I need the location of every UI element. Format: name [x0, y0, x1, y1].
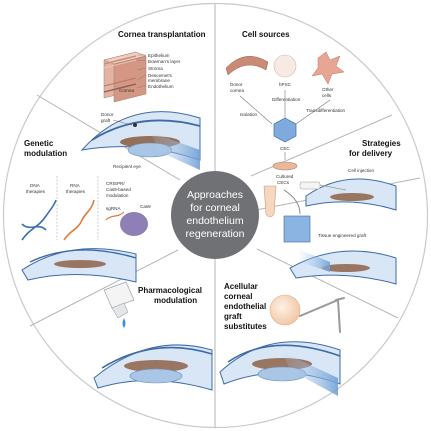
label-rna-1: RNA — [70, 183, 81, 188]
label-crispr-1: CRISPR/ — [106, 181, 125, 186]
forceps-icon — [299, 297, 345, 333]
title-pharmacological-1: Pharmacological — [138, 286, 202, 295]
label-cornea: Cornea — [119, 88, 135, 93]
other-cells-icon — [311, 51, 345, 85]
label-epithelium: Epithelium — [148, 53, 170, 58]
title-acellular-1: Acellular — [224, 282, 258, 291]
label-endothelium: Endothelium — [148, 84, 174, 89]
label-rna-2: therapies — [66, 189, 86, 194]
label-cecs: CECs — [277, 180, 290, 185]
title-acellular-2: corneal — [224, 292, 252, 301]
label-crispr-2: Cas9-based — [106, 187, 131, 192]
culture-dish-icon — [272, 161, 298, 171]
label-stroma: Stroma — [148, 66, 163, 71]
section-genetic-modulation: Genetic modulation DNA therapies RNA the… — [21, 139, 151, 283]
label-cas9: Cas9 — [140, 204, 151, 209]
title-cornea-transplantation: Cornea transplantation — [118, 30, 206, 39]
dna-helix-icon — [21, 199, 57, 241]
center-line-4: regeneration — [186, 228, 245, 240]
label-donor-cornea-1: Donor — [230, 82, 243, 87]
title-acellular-4: graft — [224, 312, 242, 321]
label-descemets: Descemet's — [148, 73, 173, 78]
label-bowmans-layer: Bowman's layer — [148, 59, 181, 64]
cas9-protein-icon — [120, 212, 148, 236]
title-pharmacological-2: modulation — [154, 296, 197, 305]
section-cornea-transplantation: Cornea transplantation Epithelium Bowman… — [80, 30, 206, 170]
graft-eye-illustration — [289, 250, 397, 285]
center-line-3: endothelium — [186, 215, 243, 227]
genetic-column-dividers — [56, 176, 99, 240]
sgrna-strand-icon — [105, 211, 125, 221]
label-donor: Donor — [101, 112, 114, 117]
injection-eye-illustration — [299, 178, 397, 211]
label-other-cells-2: cells — [322, 93, 332, 98]
title-genetic-2: modulation — [24, 149, 67, 158]
center-circle — [171, 171, 259, 259]
tissue-graft-sheet-icon — [283, 215, 311, 243]
hpsc-icon — [273, 54, 297, 78]
label-cell-injection: Cell injection — [348, 168, 374, 173]
label-isolation: Isolation — [240, 112, 258, 117]
title-strategies-2: for delivery — [349, 149, 393, 158]
label-other-cells-1: Other — [322, 87, 334, 92]
title-strategies-1: Strategies — [362, 139, 401, 148]
genetic-eye-illustration — [21, 248, 137, 283]
recipient-eye-illustration — [80, 111, 201, 170]
layer-leaders — [136, 54, 147, 89]
center-line-1: Approaches — [187, 189, 243, 201]
cec-hexagon-icon — [273, 117, 297, 143]
test-tube-icon — [263, 185, 277, 218]
pharmacological-eye-illustration — [93, 344, 213, 391]
eye-drop-bottle-icon — [103, 281, 135, 328]
label-donor-cornea-2: cornea — [230, 88, 244, 93]
section-pharmacological: Pharmacological modulation — [93, 281, 213, 391]
substitute-bubble-icon — [269, 294, 301, 326]
title-cell-sources: Cell sources — [242, 30, 290, 39]
source-arrows — [239, 90, 331, 125]
label-graft: graft — [101, 118, 111, 123]
donor-cornea-icon — [225, 56, 269, 76]
label-dna-1: DNA — [30, 183, 41, 188]
center-line-2: for corneal — [190, 202, 240, 214]
label-recipient-eye: Recipient eye — [113, 164, 141, 169]
acellular-eye-illustration — [219, 341, 341, 396]
label-crispr-3: modulation — [106, 193, 129, 198]
section-cell-sources: Cell sources Donor cornea hPSC Other cel… — [225, 30, 346, 185]
label-differentiation: Differentiation — [272, 97, 301, 102]
cornea-layers-illustration — [103, 51, 147, 103]
label-hpsc: hPSC — [279, 82, 292, 87]
label-tissue-graft: Tissue engineered graft — [318, 233, 367, 238]
label-dna-2: therapies — [26, 189, 46, 194]
label-sgrna: sgRNA — [106, 206, 121, 211]
label-cultured: Cultured — [276, 174, 294, 179]
title-genetic-1: Genetic — [24, 139, 54, 148]
section-strategies-delivery: Strategies for delivery Cell injection T… — [263, 139, 401, 285]
section-acellular: Acellular corneal endothelial graft subs… — [219, 282, 345, 396]
delivery-arrow — [283, 189, 301, 215]
label-cec: CEC — [280, 146, 290, 151]
label-membrane: membrane — [148, 78, 170, 83]
label-transdifferentiation: Transdifferentiation — [306, 108, 346, 113]
title-acellular-5: substitutes — [224, 322, 267, 331]
title-acellular-3: endothelial — [224, 302, 266, 311]
rna-strand-icon — [63, 199, 95, 241]
